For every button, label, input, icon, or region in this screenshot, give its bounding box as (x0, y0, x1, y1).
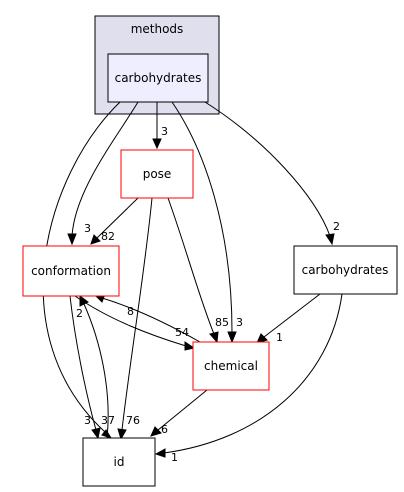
edge-id-to-conformation[interactable]: 2 (76, 295, 109, 439)
arrow-head (117, 428, 127, 441)
node-box (120, 149, 194, 199)
edge-line (121, 197, 153, 431)
node-label: conformation (31, 264, 111, 278)
arrow-head (150, 426, 162, 437)
edge-line (157, 389, 208, 431)
edge-carbohydrates-outer-to-id[interactable]: 1 (154, 293, 343, 464)
edge-line (167, 197, 215, 335)
node-label: carbohydrates (115, 71, 202, 85)
node-box (107, 53, 209, 103)
edge-label: 3 (236, 316, 243, 329)
arrow-head (91, 427, 101, 440)
node-box (82, 437, 156, 487)
edge-pose-to-id[interactable]: 76 (117, 197, 153, 441)
node-box (22, 245, 120, 297)
edge-label: 8 (127, 305, 134, 318)
arrow-head (152, 138, 162, 150)
edge-carbohydrates-to-chemical[interactable]: 3 (171, 101, 243, 344)
edge-line (204, 101, 331, 237)
edge-label: 2 (333, 220, 340, 233)
edge-label: 2 (76, 307, 83, 320)
arrow-head (227, 331, 237, 344)
node-pose[interactable]: pose (120, 149, 194, 199)
edge-carbohydrates-outer-to-chemical[interactable]: 1 (256, 293, 321, 344)
node-label: chemical (204, 359, 258, 373)
node-label: carbohydrates (302, 263, 389, 277)
arrow-head (79, 295, 89, 307)
arrow-head (209, 331, 219, 344)
node-label: pose (143, 167, 172, 181)
arrow-head (184, 341, 196, 351)
edge-label: 3 (161, 125, 168, 138)
edge-pose-to-chemical[interactable]: 85 (167, 197, 229, 344)
edge-label: 82 (101, 230, 115, 243)
arrow-head (154, 448, 166, 458)
node-box (293, 245, 398, 295)
node-id[interactable]: id (82, 437, 156, 487)
edge-line (71, 101, 139, 237)
edge-label: 3 (84, 222, 91, 235)
edge-label: 85 (215, 316, 229, 329)
edge-carbohydrates-to-conformation[interactable]: 3 (67, 101, 139, 246)
edge-line (101, 297, 201, 343)
node-conformation[interactable]: conformation (22, 245, 120, 297)
edge-line (171, 101, 233, 333)
edge-line (74, 295, 187, 347)
arrow-head (101, 429, 113, 439)
edge-conformation-to-chemical[interactable]: 54 (74, 295, 196, 351)
edge-line (83, 303, 109, 439)
node-box (192, 341, 270, 391)
edge-line (69, 295, 97, 431)
node-chemical[interactable]: chemical (192, 341, 270, 391)
edge-pose-to-conformation[interactable]: 82 (90, 197, 139, 245)
arrow-head (67, 233, 77, 246)
edge-carbohydrates-to-carbohydrates[interactable]: 2 (204, 101, 340, 246)
edge-label: 1 (276, 331, 283, 344)
edge-carbohydrates-to-pose[interactable]: 3 (152, 102, 168, 150)
edge-chemical-to-id[interactable]: 6 (150, 389, 208, 437)
edge-label: 76 (126, 414, 140, 427)
node-carbohydrates[interactable]: carbohydrates (293, 245, 398, 295)
edge-label: 1 (171, 451, 178, 464)
cluster-title: methods (131, 22, 184, 36)
node-carbohydrates-methods[interactable]: carbohydrates (107, 53, 209, 103)
edge-line (163, 293, 343, 454)
edge-label: 6 (161, 423, 168, 436)
arrow-head (90, 234, 101, 245)
edge-line (263, 293, 321, 338)
edge-line (96, 197, 139, 239)
node-label: id (114, 455, 125, 469)
arrow-head (325, 233, 335, 246)
edge-label: 3 (84, 414, 91, 427)
